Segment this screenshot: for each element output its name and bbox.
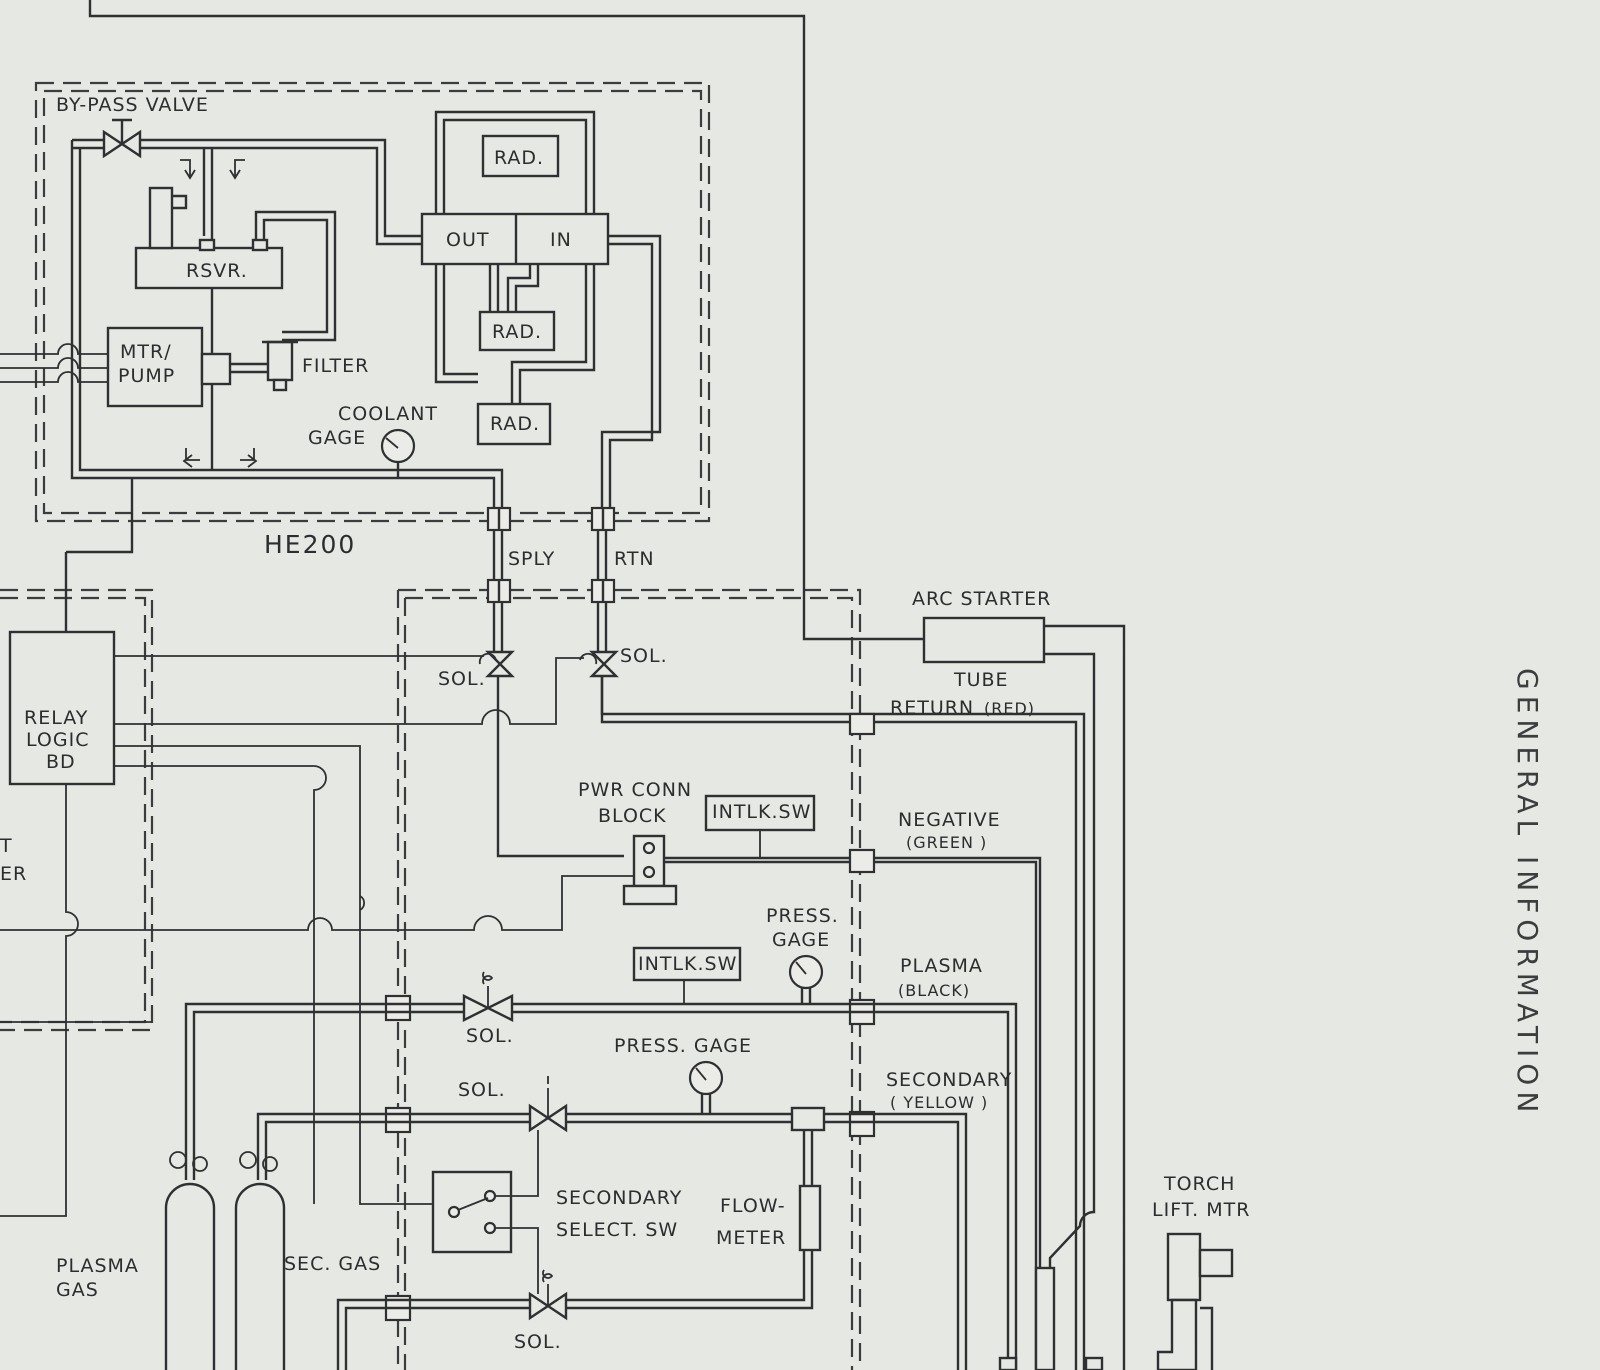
motor-pump-box bbox=[106, 326, 204, 408]
intlk-switch-bottom-label: INTLK.SW bbox=[638, 953, 737, 975]
relay-logic-label-3: BD bbox=[46, 751, 76, 773]
supply-label: SPLY bbox=[508, 548, 555, 570]
secondary-select-switch bbox=[431, 1170, 513, 1254]
solenoid-label-secondary: SOL. bbox=[458, 1079, 506, 1101]
return-red-label: RETURN bbox=[890, 697, 974, 719]
solenoid-label-left: SOL. bbox=[438, 668, 486, 690]
bypass-valve-icon bbox=[102, 118, 142, 159]
relay-logic-board bbox=[8, 630, 116, 786]
secondary-press-gage-icon bbox=[688, 1060, 724, 1114]
reservoir-label: RSVR. bbox=[186, 260, 248, 282]
secondary-select-label-1: SECONDARY bbox=[556, 1187, 682, 1209]
flow-meter-icon bbox=[798, 1184, 822, 1252]
lower-solenoid-icon bbox=[528, 1269, 568, 1321]
motor-pump-label-2: PUMP bbox=[118, 365, 175, 387]
plasma-gas-label-2: GAS bbox=[56, 1279, 99, 1301]
coolant-gage-icon bbox=[380, 428, 416, 478]
motor-pump-label-1: MTR/ bbox=[120, 341, 172, 363]
relay-logic-label-1: RELAY bbox=[24, 707, 88, 729]
he200-enclosure bbox=[34, 81, 711, 523]
arc-starter-label: ARC STARTER bbox=[912, 588, 1051, 610]
control-enclosure bbox=[396, 588, 862, 1370]
bypass-valve-label: BY-PASS VALVE bbox=[56, 94, 209, 116]
sec-gas-label: SEC. GAS bbox=[284, 1253, 381, 1275]
partial-label-1: T bbox=[0, 835, 13, 857]
torch-lift-motor-icon bbox=[1156, 1232, 1234, 1370]
plasma-press-gage-icon bbox=[788, 954, 824, 1004]
radiator-top bbox=[481, 134, 560, 178]
power-connection-block bbox=[622, 834, 678, 906]
secondary-label: SECONDARY bbox=[886, 1069, 1012, 1091]
coolant-gage-label-1: COOLANT bbox=[338, 403, 438, 425]
general-information-heading: GENERAL INFORMATION bbox=[1511, 668, 1544, 1118]
secondary-gas-cylinder-icon bbox=[234, 1151, 286, 1370]
plasma-gas-label-1: PLASMA bbox=[56, 1255, 139, 1277]
press-gage-label-2: GAGE bbox=[772, 929, 830, 951]
negative-label: NEGATIVE bbox=[898, 809, 1001, 831]
coolant-gage-label-2: GAGE bbox=[308, 427, 366, 449]
relay-logic-label-2: LOGIC bbox=[26, 729, 89, 751]
solenoid-label-lower: SOL. bbox=[514, 1331, 562, 1353]
supply-connector-icon bbox=[486, 506, 512, 604]
secondary-color-label: ( YELLOW ) bbox=[890, 1093, 988, 1112]
radiator-middle-label: RAD. bbox=[492, 321, 542, 343]
in-label: IN bbox=[550, 229, 572, 251]
return-line-label: RTN bbox=[614, 548, 655, 570]
return-connector-icon bbox=[590, 506, 616, 604]
radiator-middle bbox=[478, 310, 556, 352]
plasma-color-label: (BLACK) bbox=[898, 981, 970, 1000]
pwr-conn-label-2: BLOCK bbox=[598, 805, 667, 827]
press-gage-label-full: PRESS. GAGE bbox=[614, 1035, 752, 1057]
plasma-label: PLASMA bbox=[900, 955, 983, 977]
flow-meter-label-1: FLOW- bbox=[720, 1195, 786, 1217]
flow-tee bbox=[790, 1106, 826, 1132]
radiator-bottom-label: RAD. bbox=[490, 413, 540, 435]
intlk-switch-top bbox=[704, 794, 816, 832]
secondary-solenoid-icon bbox=[528, 1076, 568, 1133]
press-gage-label-1: PRESS. bbox=[766, 905, 839, 927]
radiator-top-label: RAD. bbox=[494, 147, 544, 169]
intlk-switch-bottom bbox=[632, 946, 742, 982]
negative-color-label: (GREEN ) bbox=[906, 833, 987, 852]
out-label: OUT bbox=[446, 229, 489, 251]
filter-label: FILTER bbox=[302, 355, 369, 377]
intlk-switch-top-label: INTLK.SW bbox=[712, 801, 811, 823]
plasma-solenoid-icon bbox=[462, 971, 514, 1022]
torch-lift-label-1: TORCH bbox=[1163, 1173, 1235, 1195]
he200-label: HE200 bbox=[264, 530, 356, 559]
flow-meter-label-2: METER bbox=[716, 1227, 786, 1249]
return-solenoid-icon bbox=[579, 650, 619, 678]
plasma-gas-cylinder-icon bbox=[164, 1151, 216, 1370]
pwr-conn-label-1: PWR CONN bbox=[578, 779, 692, 801]
tube-label: TUBE bbox=[953, 669, 1009, 691]
filter-icon bbox=[262, 340, 298, 392]
radiator-bottom bbox=[476, 402, 552, 446]
arc-starter-box bbox=[922, 616, 1046, 664]
return-red-color-label: (RED) bbox=[984, 699, 1035, 718]
solenoid-label-plasma: SOL. bbox=[466, 1025, 514, 1047]
solenoid-label-right: SOL. bbox=[620, 645, 668, 667]
supply-solenoid-icon bbox=[478, 650, 515, 678]
partial-label-2: ER bbox=[0, 863, 27, 885]
reservoir-box bbox=[134, 246, 284, 290]
secondary-select-label-2: SELECT. SW bbox=[556, 1219, 678, 1241]
torch-lift-label-2: LIFT. MTR bbox=[1152, 1199, 1250, 1221]
